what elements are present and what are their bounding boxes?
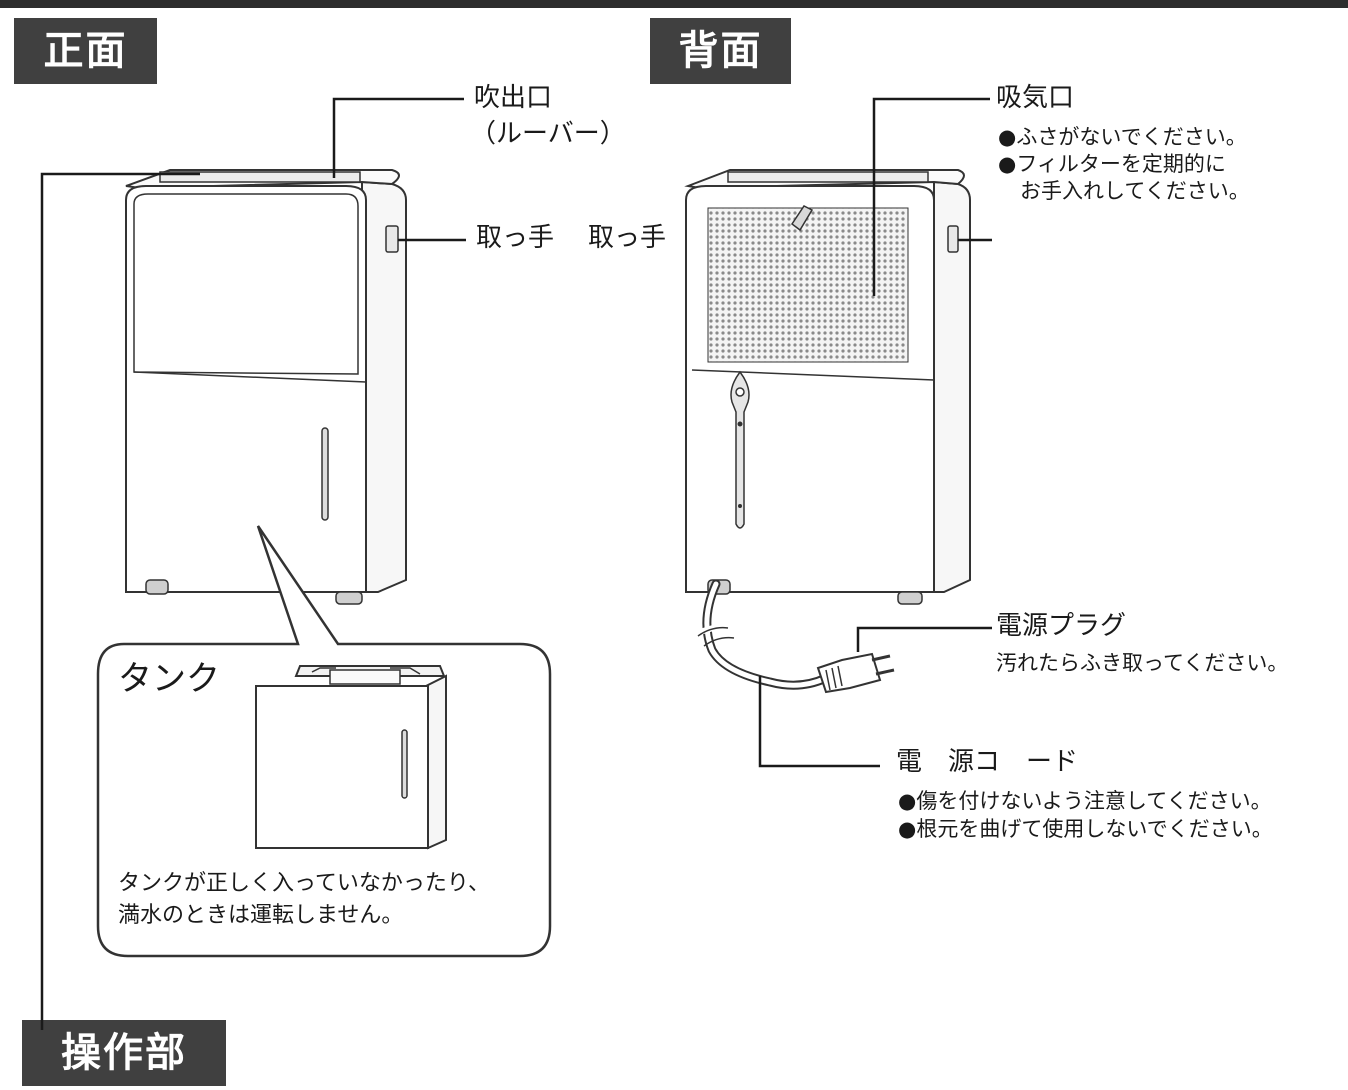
front-handle-label: 取っ手 (476, 223, 555, 253)
plug-label: 電源プラグ (996, 611, 1127, 641)
front-section-label: 正面 (14, 18, 157, 84)
outlet-label: 吹出口 (474, 83, 553, 113)
front-leader-lines (40, 97, 466, 1030)
tank-note-line2: 満水のときは運転しません。 (118, 903, 404, 928)
intake-label: 吸気口 (996, 83, 1075, 113)
back-leader-lines (758, 97, 992, 768)
back-unit (684, 169, 971, 605)
cord-label: 電 源コ ード (896, 747, 1079, 777)
tank-title: タンク (118, 659, 220, 699)
power-plug (816, 652, 895, 694)
cord-note-2: 根元を曲げて使用しないでください。 (898, 816, 1272, 843)
back-section-label: 背面 (650, 18, 791, 84)
power-cord (697, 579, 831, 690)
plug-note: 汚れたらふき取ってください。 (996, 651, 1289, 675)
top-bar (0, 0, 1348, 8)
intake-note-3: お手入れしてください。 (1020, 179, 1250, 203)
tank-note-line1: タンクが正しく入っていなかったり、 (118, 871, 491, 896)
tank-illustration (255, 665, 447, 850)
intake-note-1: ふさがないでください。 (998, 124, 1246, 151)
control-panel-section-label: 操作部 (22, 1020, 226, 1086)
back-handle-label: 取っ手 (588, 223, 667, 253)
louver-label: （ルーバー） (470, 119, 626, 149)
intake-note-2: フィルターを定期的に (998, 151, 1226, 178)
cord-note-1: 傷を付けないよう注意してください。 (898, 788, 1271, 815)
